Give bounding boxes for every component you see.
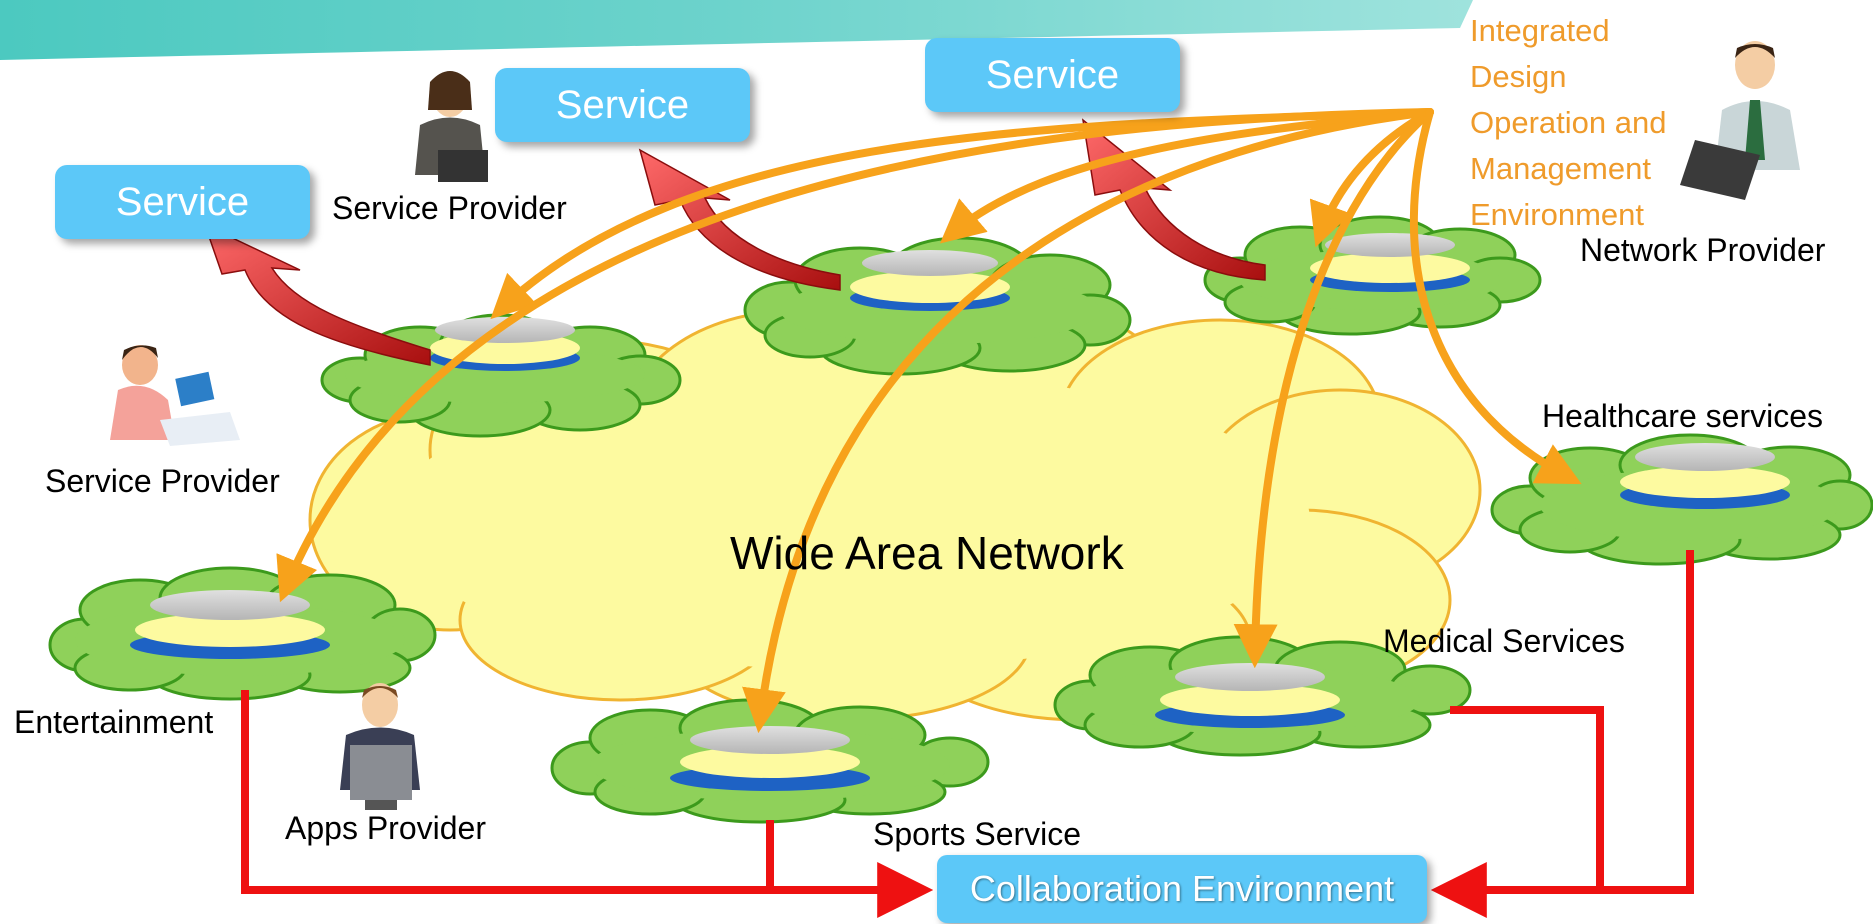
mgmt-arrow-sports [742, 108, 1434, 734]
mgmt-arrow-provider-right [1309, 108, 1434, 248]
service-box-2: Service [495, 68, 750, 142]
label-service-provider-left: Service Provider [45, 463, 280, 499]
node-sports [550, 698, 990, 824]
ide-line-1: Integrated [1470, 13, 1610, 48]
label-healthcare-services: Healthcare services [1542, 398, 1823, 434]
service-arrows [203, 118, 1266, 366]
service-arrow-2 [638, 148, 841, 291]
service-box-3: Service [925, 38, 1180, 112]
header-banner [0, 0, 1473, 60]
integrated-environment-label: Integrated Design Operation and Manageme… [1470, 8, 1666, 238]
ide-line-5: Environment [1470, 197, 1645, 232]
label-medical-services: Medical Services [1383, 623, 1625, 659]
label-network-provider: Network Provider [1580, 232, 1826, 268]
collaboration-environment-box: Collaboration Environment [937, 855, 1427, 923]
node-entertainment [48, 566, 437, 701]
label-wide-area-network: Wide Area Network [730, 527, 1124, 579]
node-healthcare [1490, 433, 1873, 566]
person-apps-provider-icon [340, 683, 420, 810]
person-service-provider-top-icon [415, 71, 488, 182]
service-arrow-3 [1081, 118, 1266, 281]
label-service-provider-top: Service Provider [332, 190, 567, 226]
line-entertainment [241, 690, 934, 918]
service-box-1: Service [55, 165, 310, 239]
mgmt-arrow-medical [1233, 108, 1434, 669]
ide-line-3: Operation and [1470, 105, 1667, 140]
label-sports-service: Sports Service [873, 816, 1082, 852]
ide-line-2: Design [1470, 59, 1567, 94]
label-entertainment: Entertainment [14, 704, 214, 740]
ide-line-4: Management [1470, 151, 1651, 186]
management-arrows [276, 108, 1582, 734]
collaboration-lines [241, 550, 1694, 918]
node-provider-center [743, 236, 1132, 376]
node-medical [1053, 635, 1472, 757]
line-healthcare [1430, 550, 1694, 918]
wan-cloud-fill [390, 370, 1310, 670]
label-apps-provider: Apps Provider [285, 810, 486, 846]
mgmt-arrow-entertainment [276, 108, 1434, 603]
person-service-provider-left-icon [110, 345, 240, 446]
person-network-provider-icon [1680, 41, 1800, 200]
service-arrow-1 [203, 223, 431, 366]
mgmt-arrow-healthcare [1409, 108, 1582, 485]
line-medical [1450, 706, 1604, 890]
